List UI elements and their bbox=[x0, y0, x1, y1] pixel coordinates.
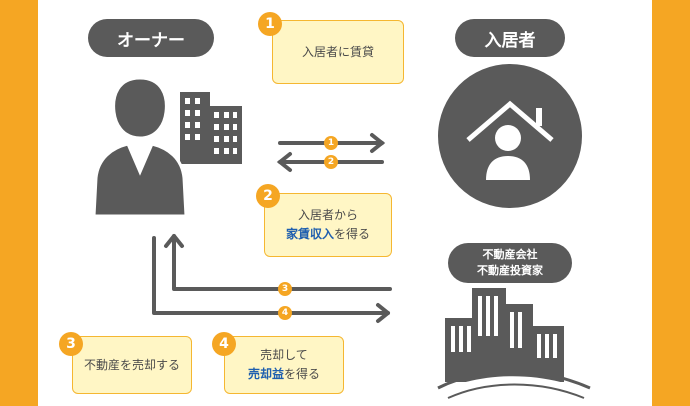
step-4-badge: 4 bbox=[212, 332, 236, 356]
owner-label: オーナー bbox=[88, 19, 214, 57]
arrow-badge-4 bbox=[278, 306, 292, 320]
step-2-badge: 2 bbox=[256, 184, 280, 208]
arrow-badge-1-number: 1 bbox=[327, 138, 335, 148]
city-buildings-icon bbox=[437, 288, 591, 406]
arrow-badge-1 bbox=[324, 136, 338, 150]
arrow-badge-2-number: 2 bbox=[327, 157, 335, 167]
step-4-highlight: 売却益 bbox=[247, 367, 284, 381]
step-1-badge: 1 bbox=[258, 12, 282, 36]
arrow-4-right bbox=[152, 236, 390, 323]
step-3-badge: 3 bbox=[59, 332, 83, 356]
arrow-badge-3 bbox=[278, 282, 292, 296]
businessman-with-buildings-icon bbox=[92, 76, 242, 218]
step-4-line2: 売却益を得る bbox=[248, 365, 320, 384]
arrow-badge-2 bbox=[324, 155, 338, 169]
arrow-badge-4-number: 4 bbox=[281, 308, 289, 318]
company-label: 不動産会社 不動産投資家 bbox=[448, 243, 572, 283]
step-2-line2: 家賃収入を得る bbox=[286, 225, 370, 244]
step-2-line1: 入居者から bbox=[297, 208, 358, 223]
company-label-line2: 不動産投資家 bbox=[477, 264, 543, 277]
step-4-suffix: を得る bbox=[284, 367, 321, 381]
step-3-box: 不動産を売却する bbox=[72, 336, 192, 394]
arrow-badge-3-number: 3 bbox=[281, 284, 289, 294]
step-1-text: 入居者に賃貸 bbox=[301, 44, 374, 59]
tenant-label: 入居者 bbox=[455, 19, 565, 57]
step-2-box: 入居者から 家賃収入を得る bbox=[264, 193, 392, 257]
step-2-suffix: を得る bbox=[334, 227, 371, 241]
step-4-box: 売却して 売却益を得る bbox=[224, 336, 344, 394]
company-label-line1: 不動産会社 bbox=[482, 248, 538, 262]
step-1-box: 入居者に賃貸 bbox=[272, 20, 404, 84]
step-2-highlight: 家賃収入 bbox=[285, 227, 334, 241]
step-4-line1: 売却して bbox=[260, 348, 308, 363]
person-in-house-icon bbox=[438, 64, 582, 208]
arrow-3-up bbox=[164, 234, 392, 291]
step-3-text: 不動産を売却する bbox=[83, 357, 180, 372]
